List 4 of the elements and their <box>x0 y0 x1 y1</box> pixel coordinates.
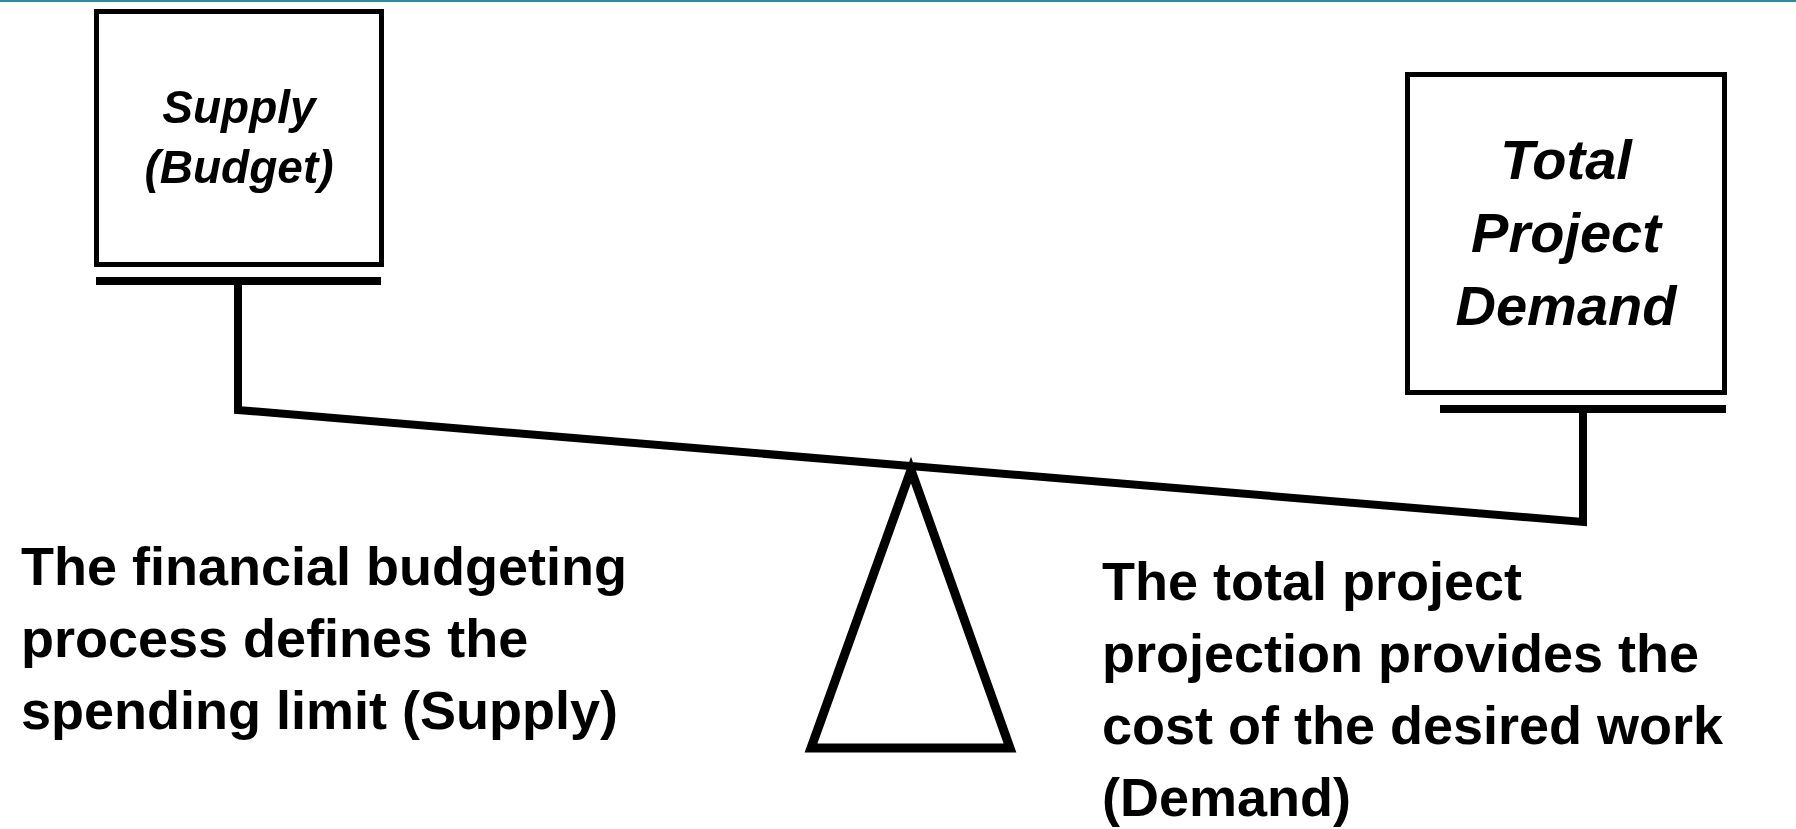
text-box: Total Project Demand <box>1405 72 1727 395</box>
caption-text: The total project projection provides the cost of the desired work (Demand) <box>1102 550 1725 829</box>
text-box: Supply (Budget) <box>94 9 384 267</box>
caption-text: The financial budgeting process defines the spending limit (Supply) <box>21 535 628 742</box>
